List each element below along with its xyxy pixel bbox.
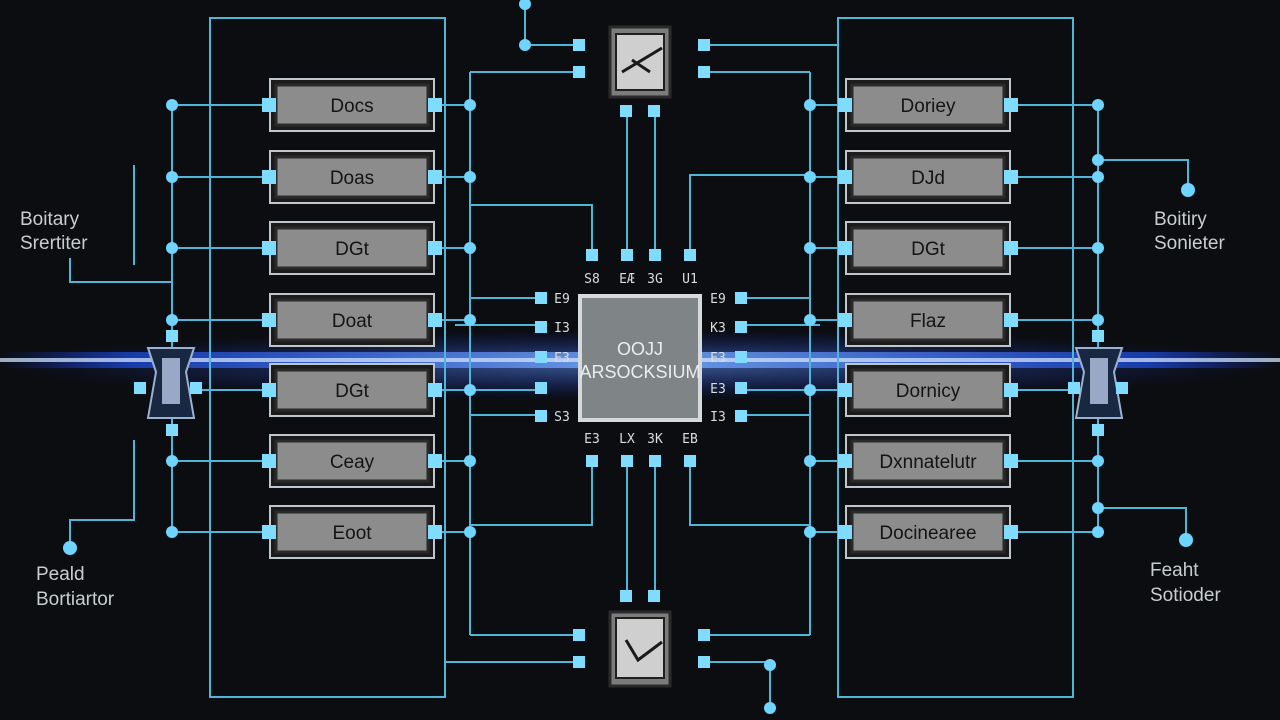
left-fuse[interactable]	[134, 330, 202, 436]
mcu-pin-right	[735, 292, 747, 304]
mcu-pin-label: K3	[710, 321, 726, 336]
mcu-pin-bottom	[586, 455, 598, 467]
mcu-pin-right	[735, 382, 747, 394]
junction-nodes	[63, 0, 1195, 714]
mcu-pin-left	[535, 382, 547, 394]
right-module-label: DGt	[911, 239, 946, 260]
mcu-pin-top	[649, 249, 661, 261]
right-bottom-label: Feaht Sotioder	[1150, 560, 1221, 606]
svg-text:Boitiry: Boitiry	[1154, 209, 1207, 230]
right-fuse[interactable]	[1068, 330, 1128, 436]
svg-text:Sonieter: Sonieter	[1154, 233, 1225, 254]
left-module-5[interactable]: DGt	[262, 363, 442, 417]
mcu-pin-label: U1	[682, 272, 698, 287]
mcu-pin-right	[735, 410, 747, 422]
left-module-label: Ceay	[330, 452, 375, 473]
left-module-6[interactable]: Ceay	[262, 434, 442, 488]
left-module-1[interactable]: Docs	[262, 78, 442, 132]
svg-text:Boitary: Boitary	[20, 209, 80, 230]
left-module-label: Docs	[330, 96, 373, 117]
mcu-pin-label: E3	[554, 351, 570, 366]
mcu-pin-bottom	[684, 455, 696, 467]
mcu-pin-label: EB	[682, 432, 698, 447]
mcu-line1: OOJJ	[617, 339, 663, 359]
right-module-column: DorieyDJdDGtFlazDornicyDxnnatelutrDocine…	[838, 78, 1018, 559]
left-module-label: Doas	[330, 168, 374, 189]
mcu-pin-bottom	[621, 455, 633, 467]
right-module-5[interactable]: Dornicy	[838, 363, 1018, 417]
svg-text:Feaht: Feaht	[1150, 560, 1199, 581]
left-module-label: Eoot	[332, 523, 372, 544]
right-module-6[interactable]: Dxnnatelutr	[838, 434, 1018, 488]
mcu-pin-left	[535, 292, 547, 304]
right-module-label: Dornicy	[896, 381, 961, 402]
right-module-label: DJd	[911, 168, 945, 189]
mcu-pin-label: S8	[584, 272, 600, 287]
svg-text:Sotioder: Sotioder	[1150, 585, 1221, 606]
mcu-pin-label: 3G	[647, 272, 663, 287]
right-module-4[interactable]: Flaz	[838, 293, 1018, 347]
right-module-label: Dxnnatelutr	[879, 452, 977, 473]
mcu-pin-label: EÆ	[619, 272, 635, 287]
left-module-2[interactable]: Doas	[262, 150, 442, 204]
mcu-pin-label: E9	[554, 292, 570, 307]
right-module-3[interactable]: DGt	[838, 221, 1018, 275]
mcu-pin-label: I3	[554, 321, 570, 336]
mcu-chip[interactable]: OOJJ ARSOCKSIUM	[578, 294, 702, 422]
mcu-pin-label: LX	[619, 432, 635, 447]
right-module-label: Doriey	[901, 96, 956, 117]
left-module-label: DGt	[335, 381, 370, 402]
svg-text:Bortiartor: Bortiartor	[36, 589, 115, 610]
mcu-pin-label: E9	[710, 292, 726, 307]
mcu-pin-top	[586, 249, 598, 261]
mcu-pin-label: E3	[710, 382, 726, 397]
top-switch[interactable]	[573, 25, 710, 117]
mcu-pin-label: E3	[710, 351, 726, 366]
mcu-pin-label: S3	[554, 410, 570, 425]
enclosure-wires	[69, 0, 1189, 710]
left-bottom-label: Peald Bortiartor	[36, 564, 115, 610]
mcu-line2: ARSOCKSIUM	[579, 362, 700, 382]
left-module-label: DGt	[335, 239, 370, 260]
mcu-pin-label: I3	[710, 410, 726, 425]
mcu-pin-right	[735, 321, 747, 333]
left-module-3[interactable]: DGt	[262, 221, 442, 275]
mcu-pin-top	[621, 249, 633, 261]
left-module-7[interactable]: Eoot	[262, 505, 442, 559]
right-module-label: Flaz	[910, 311, 946, 332]
mcu-pin-left	[535, 410, 547, 422]
mcu-pin-right	[735, 351, 747, 363]
left-top-label: Boitary Srertiter	[20, 209, 88, 254]
svg-text:Peald: Peald	[36, 564, 85, 585]
right-module-1[interactable]: Doriey	[838, 78, 1018, 132]
right-module-2[interactable]: DJd	[838, 150, 1018, 204]
right-module-label: Docinearee	[879, 523, 976, 544]
mcu-pin-top	[684, 249, 696, 261]
left-module-label: Doat	[332, 311, 373, 332]
left-module-4[interactable]: Doat	[262, 293, 442, 347]
mcu-pin-bottom	[649, 455, 661, 467]
mcu-pin-label: E3	[584, 432, 600, 447]
svg-text:Srertiter: Srertiter	[20, 233, 88, 254]
mcu-pin-label: 3K	[647, 432, 663, 447]
right-top-label: Boitiry Sonieter	[1154, 209, 1225, 254]
bottom-switch[interactable]	[573, 590, 710, 688]
mcu-pin-left	[535, 351, 547, 363]
right-module-7[interactable]: Docinearee	[838, 505, 1018, 559]
mcu-pin-left	[535, 321, 547, 333]
